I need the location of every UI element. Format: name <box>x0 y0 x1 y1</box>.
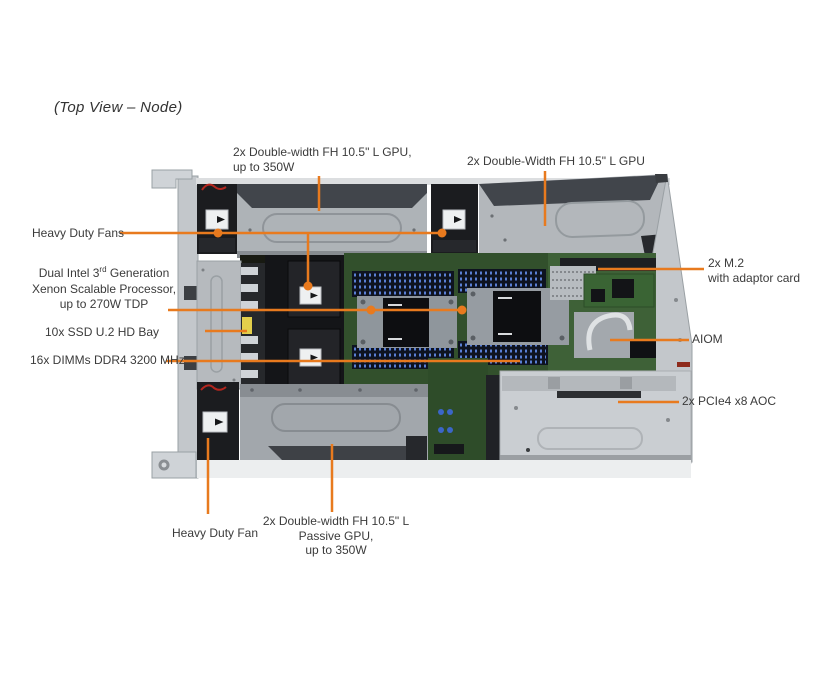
label-pcie: 2x PCIe4 x8 AOC <box>682 394 777 408</box>
label-aiom: AIOM <box>692 332 723 346</box>
aiom-module <box>574 312 656 358</box>
fan-airflow-arrow-icon <box>299 348 322 367</box>
top-left-fan <box>197 183 237 254</box>
chassis-left-rail <box>151 169 199 479</box>
gpu-bay-top-right <box>479 174 678 258</box>
label-processor: Dual Intel 3rd Generation Xenon Scalable… <box>31 265 177 312</box>
label-gpu-bottom: 2x Double-width FH 10.5" L Passive GPU, … <box>262 514 410 557</box>
heatsink-perforated <box>550 266 596 300</box>
label-heavy-duty-fans: Heavy Duty Fans <box>32 226 125 240</box>
fan-airflow-arrow-icon <box>202 411 228 433</box>
yellow-service-label <box>242 317 252 334</box>
gpu-bay-bottom <box>240 384 428 462</box>
mid-fan-upper <box>287 260 341 318</box>
label-ssd-bay: 10x SSD U.2 HD Bay <box>45 325 160 339</box>
chassis-top-edge <box>196 178 670 185</box>
label-gpu-top-right: 2x Double-Width FH 10.5" L GPU <box>467 154 645 168</box>
bottom-left-fan <box>197 382 239 460</box>
label-gpu-top-left: 2x Double-width FH 10.5" L GPU, up to 35… <box>233 145 412 174</box>
label-m2: 2x M.2 with adaptor card <box>708 256 801 285</box>
mid-fan-lower <box>287 328 341 386</box>
dimm-bank-upper-left <box>352 271 454 297</box>
fan-airflow-arrow-icon <box>205 209 229 230</box>
page-title: (Top View – Node) <box>54 99 183 116</box>
cpu-socket-1 <box>357 296 457 348</box>
chassis-floor <box>197 460 691 478</box>
m2-adaptor-card <box>583 273 655 308</box>
label-heavy-duty-fan: Heavy Duty Fan <box>172 526 259 540</box>
ssd-bay-panel <box>196 260 242 390</box>
top-middle-fan <box>431 184 478 254</box>
label-dimms: 16x DIMMs DDR4 3200 MHz <box>30 353 185 367</box>
pcie-aoc-bay <box>499 370 692 464</box>
gpu-bay-top-left <box>237 184 427 258</box>
right-rail-red-latch <box>677 362 690 367</box>
fan-airflow-arrow-icon <box>442 209 466 230</box>
callout-leader-lines <box>120 171 704 514</box>
callout-endpoint-dots <box>213 228 467 315</box>
ssd-backplane <box>241 263 265 387</box>
